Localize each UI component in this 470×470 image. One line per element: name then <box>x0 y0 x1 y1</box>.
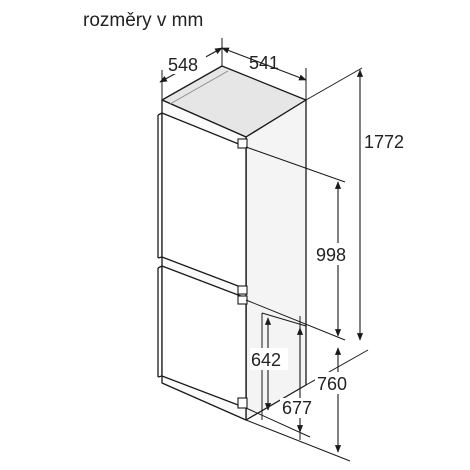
width-dim-line <box>221 47 307 81</box>
fridge-height-label: 998 <box>316 245 346 265</box>
cabinet-depth-label: 760 <box>317 374 347 394</box>
height-total-label: 1772 <box>364 132 404 152</box>
freezer-plus-label: 677 <box>282 398 312 418</box>
upper-door <box>157 112 247 290</box>
depth-label: 548 <box>168 55 198 75</box>
hinges <box>237 138 248 409</box>
freezer-height-label: 642 <box>251 350 281 370</box>
diagram-title: rozměry v mm <box>83 10 204 31</box>
fridge-side <box>245 99 307 421</box>
width-label: 541 <box>249 53 279 73</box>
